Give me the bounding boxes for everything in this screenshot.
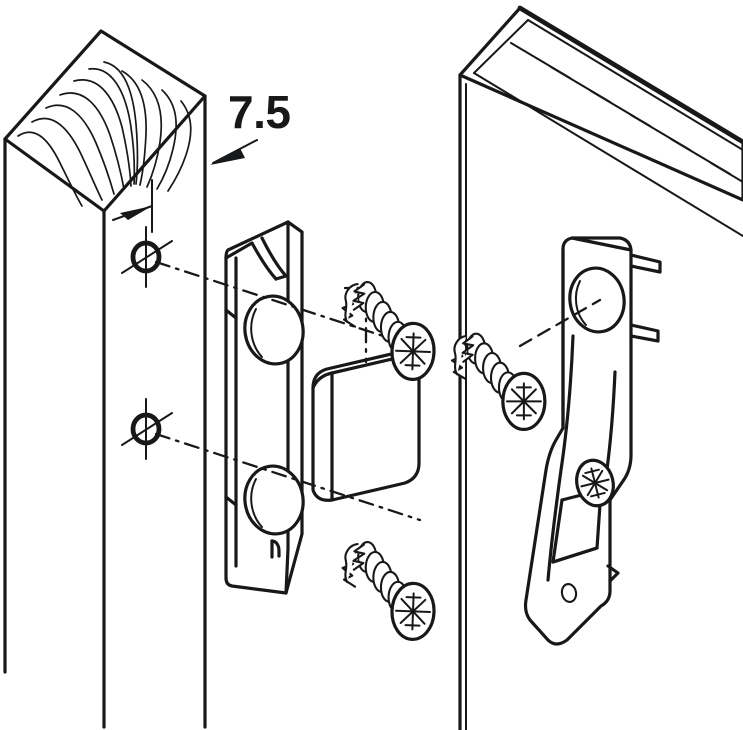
bracket-recess-bottom [551, 546, 599, 564]
panel-back-top-edge [517, 5, 743, 145]
plate-hole-lower-countersink [250, 478, 263, 528]
dimension-leader-arrow [210, 139, 258, 165]
bracket-side-tab-upper [629, 253, 662, 274]
bracket-hole-upper-countersink [574, 280, 587, 326]
mounting-plate [224, 220, 305, 595]
mounting-plate-side-tab-lower [224, 495, 238, 507]
mounting-plate-hook-tab-right [260, 236, 288, 281]
assembly-axis-bracket [518, 298, 602, 348]
panel-core-inner-top [527, 19, 743, 151]
mounting-plate-hook-tab-left [250, 241, 278, 281]
plate-hole-lower [243, 464, 305, 536]
mounting-plate-side-tab-upper [224, 308, 238, 320]
screw-lower [341, 541, 436, 641]
bracket-lever-inner-contour [546, 334, 575, 582]
screw-bracket [450, 332, 547, 431]
screw-bracket-thread [450, 332, 519, 404]
dimension-callout-7-5: 7.5 [210, 86, 291, 165]
striker-block-face [311, 350, 421, 502]
bracket-side-tab-lower [629, 323, 660, 343]
bracket-top-edge [570, 236, 633, 252]
pilot-hole-upper-crosshair-d [121, 240, 173, 274]
panel-top-edge-band [458, 6, 743, 202]
panel-core-left-end [473, 19, 529, 74]
panel-board [458, 5, 743, 730]
bracket-bottom-notch [606, 564, 620, 583]
bracket-pivot-hole [560, 583, 578, 603]
screw-upper [341, 281, 436, 381]
connector-bracket [523, 236, 662, 646]
pilot-hole-upper [121, 226, 173, 288]
panel-core-cells [510, 42, 743, 183]
wooden-post [3, 29, 207, 729]
dimension-value-label: 7.5 [228, 86, 290, 138]
pilot-hole-lower [121, 398, 173, 460]
post-wood-grain [17, 61, 192, 207]
plate-hole-upper [243, 294, 305, 366]
screw-installed-in-recess [575, 458, 615, 508]
pilot-hole-lower-crosshair-d [121, 412, 173, 446]
panel-core-inner-bottom [473, 72, 743, 237]
screw-upper-pozidriv-recess [395, 332, 431, 371]
screw-lower-pozidriv-recess [395, 592, 431, 631]
mounting-plate-top-chamfer [224, 241, 254, 260]
screw-bracket-pozidriv-recess [505, 382, 542, 421]
hole-position-arrow [112, 205, 153, 221]
bracket-hole-upper [568, 266, 626, 334]
mounting-plate-flange-top [286, 220, 304, 234]
plate-hole-upper-countersink [250, 308, 263, 358]
